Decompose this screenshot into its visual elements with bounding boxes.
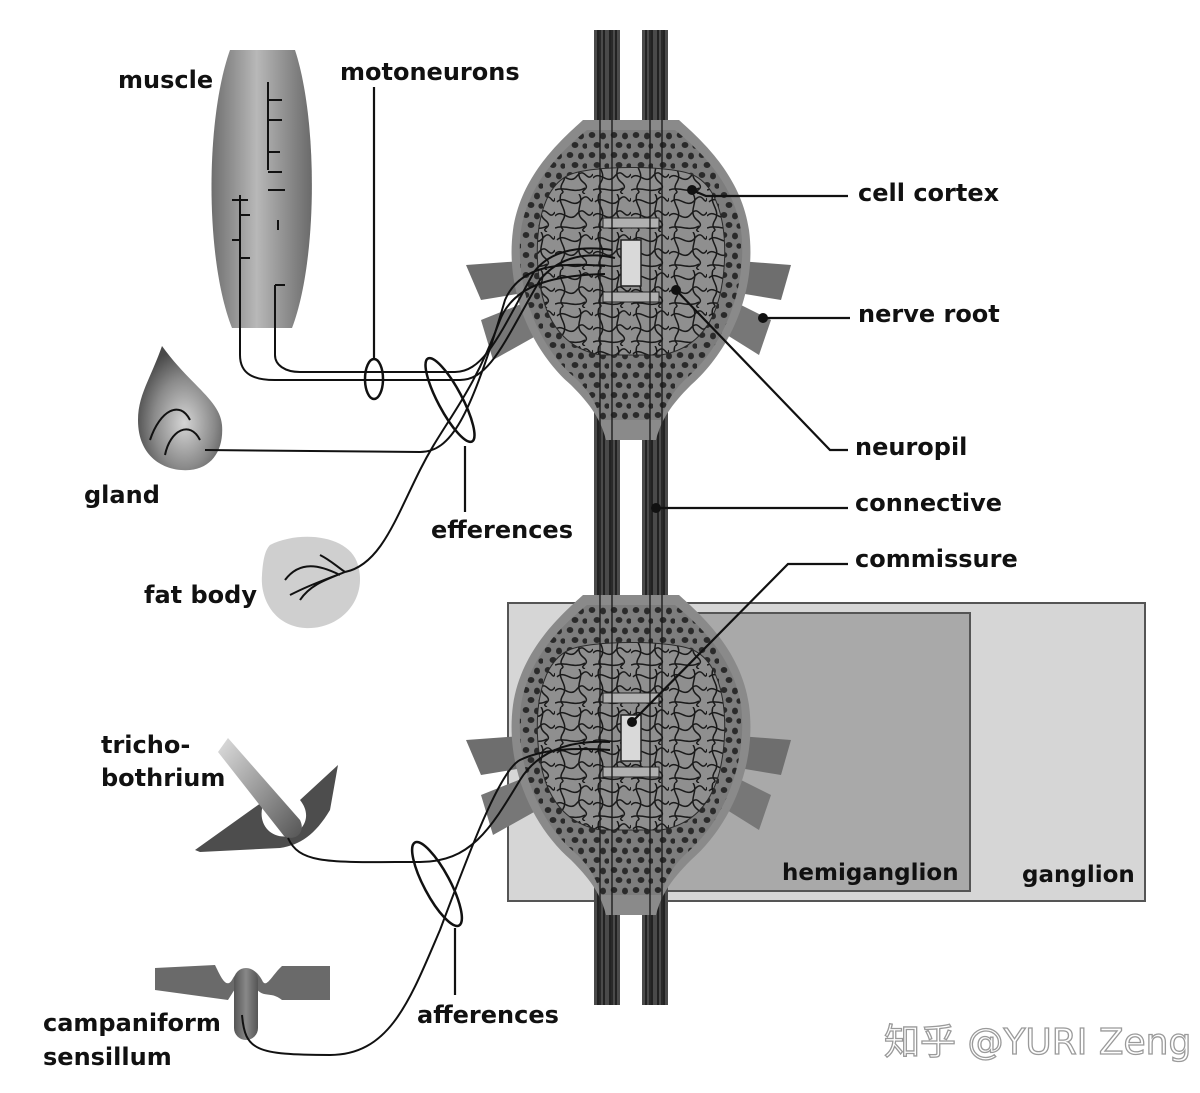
label-trichobothrium-line1: tricho- (101, 731, 190, 759)
watermark: 知乎 @YURI Zeng (884, 1022, 1191, 1063)
muscle-shape (211, 50, 312, 328)
label-hemiganglion: hemiganglion (782, 860, 959, 886)
gland-shape (138, 346, 223, 471)
efferent-nerves (204, 247, 616, 1057)
label-cell-cortex: cell cortex (858, 179, 1000, 207)
trichobothrium-shape (195, 738, 338, 852)
connective-overlay (599, 30, 663, 1005)
nerve-loops (363, 356, 476, 928)
fat-body-shape (261, 536, 361, 629)
label-gland: gland (84, 481, 160, 509)
label-motoneurons: motoneurons (340, 58, 520, 86)
campaniform-shape (155, 965, 330, 1040)
leader-lines (372, 87, 850, 995)
label-fat-body: fat body (144, 581, 257, 609)
label-connective: connective (855, 489, 1002, 517)
leader-dots (627, 185, 768, 727)
label-campaniform-line2: sensillum (43, 1043, 172, 1071)
label-neuropil: neuropil (855, 433, 967, 461)
label-afferences: afferences (417, 1001, 559, 1029)
label-ganglion: ganglion (1022, 862, 1135, 888)
label-commissure: commissure (855, 545, 1018, 573)
label-efferences: efferences (431, 516, 573, 544)
label-campaniform-line1: campaniform (43, 1009, 221, 1037)
label-trichobothrium-line2: bothrium (101, 764, 225, 792)
label-nerve-root: nerve root (858, 300, 1000, 328)
upper-ganglion (465, 119, 792, 441)
label-muscle: muscle (118, 66, 213, 94)
